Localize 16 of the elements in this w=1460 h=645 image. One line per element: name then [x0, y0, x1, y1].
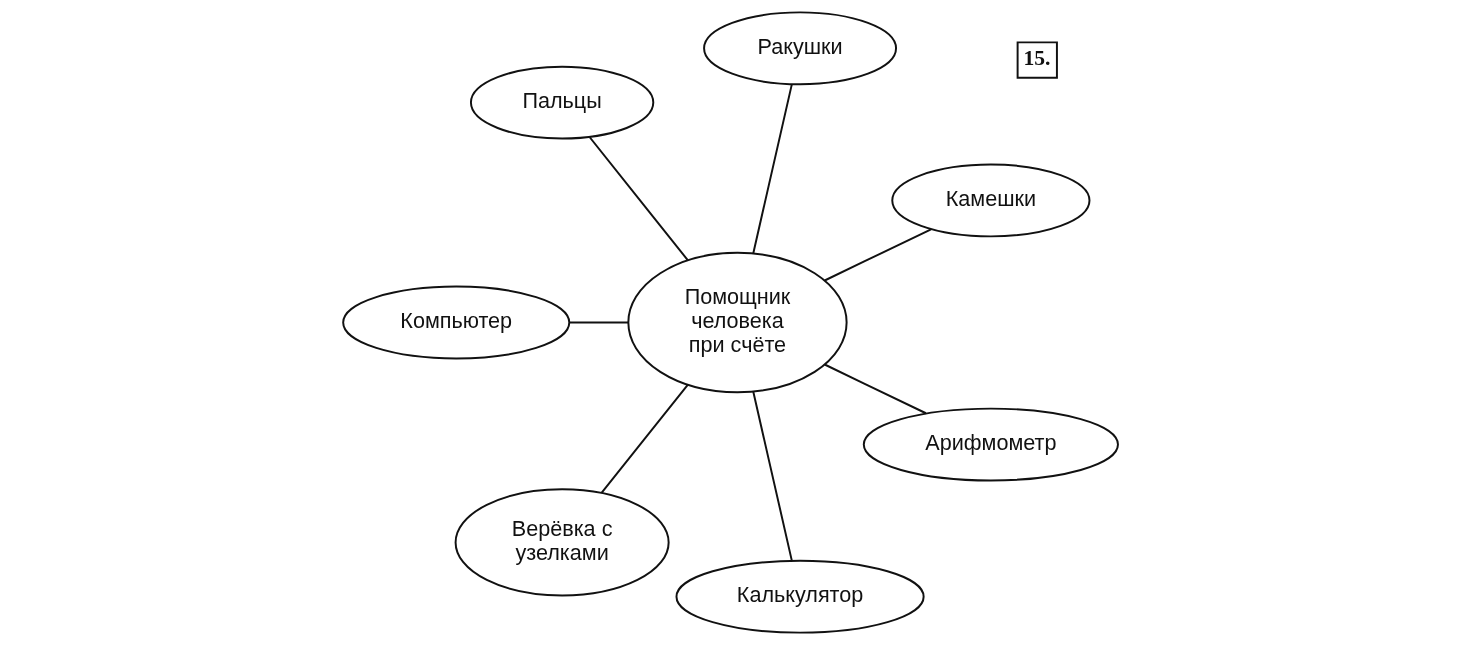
- node-ellipse: Компьютер: [341, 285, 570, 360]
- connector: [588, 136, 689, 262]
- connector: [823, 228, 932, 282]
- node-ellipse: Калькулятор: [675, 559, 925, 634]
- connector: [751, 83, 793, 255]
- connector: [600, 383, 689, 494]
- node-ellipse: Ракушки: [702, 11, 897, 86]
- node-ellipse: Верёвка с узелками: [454, 488, 670, 597]
- label: 15.: [1023, 45, 1051, 70]
- connector: [568, 321, 629, 324]
- connector: [823, 363, 927, 415]
- connector: [751, 390, 793, 562]
- node-ellipse: Камешки: [890, 163, 1090, 238]
- node-ellipse: Арифмометр: [862, 407, 1119, 482]
- node-ellipse: Пальцы: [469, 65, 654, 140]
- node-ellipse: Помощник человека при счёте: [626, 251, 848, 394]
